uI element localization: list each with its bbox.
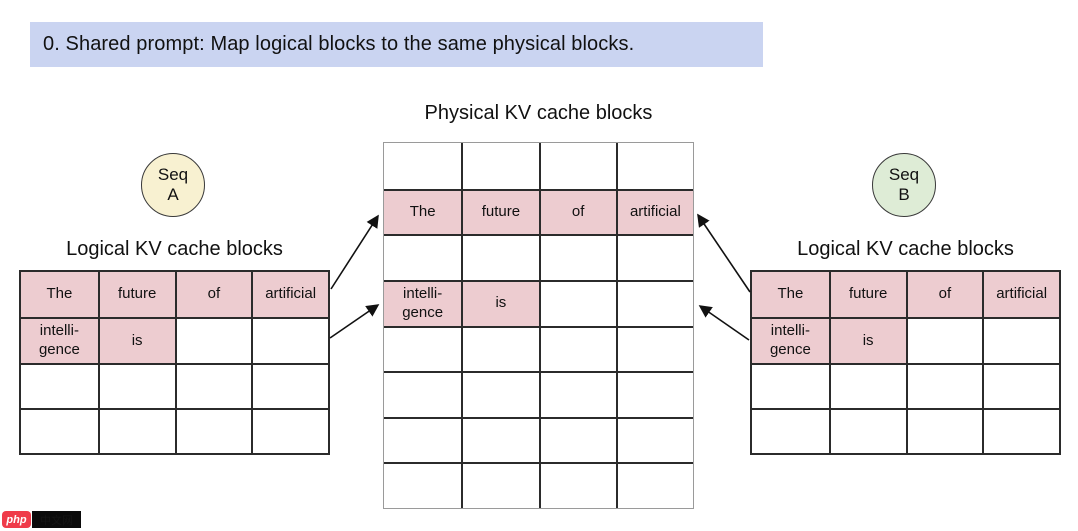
kv-block-cell <box>905 362 983 408</box>
kv-block-cell <box>752 407 829 453</box>
kv-block-cell <box>384 462 462 508</box>
kv-block-cell: intelli- gence <box>752 317 829 363</box>
kv-block-cell <box>752 362 829 408</box>
seq-b-table-label: Logical KV cache blocks <box>797 238 1014 260</box>
kv-block-cell <box>615 462 693 508</box>
kv-block-cell <box>251 407 328 453</box>
seq-a-badge: Seq A <box>141 153 205 217</box>
kv-block-cell <box>21 407 98 453</box>
arrow-seqB-row1-to-physical <box>697 213 751 293</box>
seq-b-badge: Seq B <box>872 153 936 217</box>
kv-block-cell <box>384 416 462 463</box>
kv-block-cell <box>982 407 1059 453</box>
kv-block-cell: The <box>384 188 462 235</box>
kv-block-cell <box>538 279 616 326</box>
kv-block-cell: future <box>461 188 539 235</box>
kv-block-cell <box>538 416 616 463</box>
title-text: 0. Shared prompt: Map logical blocks to … <box>43 33 635 55</box>
arrow-seqA-row1-to-physical <box>330 214 379 290</box>
kv-block-cell <box>615 234 693 280</box>
kv-block-cell: future <box>828 272 906 318</box>
kv-block-cell: future <box>97 272 175 318</box>
kv-block-cell <box>461 234 539 280</box>
kv-block-cell <box>384 234 462 280</box>
kv-block-cell <box>174 407 252 453</box>
seq-b-badge-line1: Seq <box>888 165 920 185</box>
seq-a-badge-line2: A <box>167 185 179 204</box>
kv-block-cell <box>538 371 616 417</box>
php-logo-cn-text: 中文网 <box>32 511 81 528</box>
kv-block-cell <box>251 317 328 363</box>
kv-block-cell <box>384 325 462 372</box>
kv-block-cell <box>461 325 539 372</box>
kv-block-cell <box>384 371 462 417</box>
seq-b-badge-line2: B <box>898 185 910 204</box>
physical-table-label: Physical KV cache blocks <box>424 102 653 124</box>
kv-block-cell: of <box>174 272 252 318</box>
seq-a-table-label: Logical KV cache blocks <box>66 238 283 260</box>
kv-block-cell: is <box>828 317 906 363</box>
kv-block-cell <box>538 143 616 189</box>
kv-block-cell <box>97 407 175 453</box>
kv-block-cell: intelli- gence <box>21 317 98 363</box>
kv-block-cell <box>251 362 328 408</box>
kv-block-cell <box>461 371 539 417</box>
seq-a-badge-line1: Seq <box>157 165 189 185</box>
kv-block-cell: artificial <box>615 188 693 235</box>
kv-block-cell <box>615 279 693 326</box>
kv-block-cell <box>615 325 693 372</box>
kv-block-cell <box>828 407 906 453</box>
kv-block-cell <box>538 462 616 508</box>
kv-block-cell <box>21 362 98 408</box>
php-cn-watermark: php 中文网 <box>2 511 81 528</box>
kv-block-cell: The <box>752 272 829 318</box>
kv-block-cell: is <box>461 279 539 326</box>
kv-block-cell <box>538 325 616 372</box>
php-logo-badge: php <box>2 511 31 528</box>
kv-block-cell <box>384 143 462 189</box>
arrow-seqB-row2-to-physical <box>698 305 750 341</box>
kv-block-cell <box>982 317 1059 363</box>
kv-block-cell <box>174 362 252 408</box>
arrow-seqA-row2-to-physical <box>329 304 380 339</box>
kv-block-cell <box>174 317 252 363</box>
kv-block-cell <box>538 234 616 280</box>
kv-block-cell <box>461 462 539 508</box>
kv-block-cell: of <box>905 272 983 318</box>
kv-block-cell <box>461 416 539 463</box>
kv-block-cell: artificial <box>251 272 328 318</box>
kv-block-cell: of <box>538 188 616 235</box>
kv-block-cell: is <box>97 317 175 363</box>
kv-block-cell: The <box>21 272 98 318</box>
kv-block-cell <box>615 143 693 189</box>
kv-block-cell <box>828 362 906 408</box>
kv-block-cell <box>905 407 983 453</box>
kv-block-cell: artificial <box>982 272 1059 318</box>
kv-block-cell <box>615 416 693 463</box>
kv-block-cell <box>461 143 539 189</box>
title-banner: 0. Shared prompt: Map logical blocks to … <box>30 22 763 67</box>
kv-block-cell <box>905 317 983 363</box>
kv-block-cell: intelli- gence <box>384 279 462 326</box>
kv-block-cell <box>97 362 175 408</box>
kv-block-cell <box>982 362 1059 408</box>
kv-block-cell <box>615 371 693 417</box>
